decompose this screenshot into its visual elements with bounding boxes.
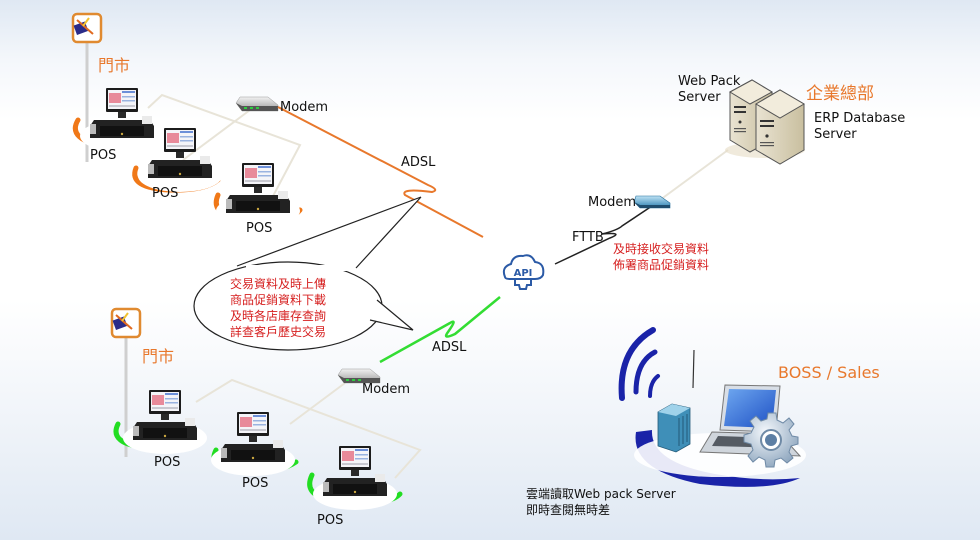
- callout-line-1: 交易資料及時上傳: [230, 277, 327, 291]
- store-2-pos-2-icon[interactable]: [211, 412, 295, 476]
- store-1-modem-icon[interactable]: [235, 96, 279, 112]
- store-1: [71, 12, 484, 238]
- store-2-modem-label: Modem: [362, 382, 411, 397]
- callout-text: 交易資料及時上傳 商品促銷資料下載 及時各店庫存查詢 詳查客戶歷史交易: [230, 276, 326, 340]
- store-1-pos-3-icon[interactable]: [216, 163, 300, 227]
- store-1-pos-2-label: POS: [152, 186, 179, 201]
- store-1-pos-1-label: POS: [90, 148, 117, 163]
- mobile-note-1: 雲端讀取Web pack Server: [526, 487, 676, 501]
- erp-database-server-label-2: Server: [814, 127, 857, 142]
- store-1-modem-label: Modem: [280, 100, 329, 115]
- store-1-adsl-link: [277, 106, 484, 238]
- store-2-pos-1-icon[interactable]: [123, 390, 207, 454]
- store-1-adsl-label: ADSL: [401, 155, 436, 170]
- fttb-label: FTTB: [572, 230, 604, 245]
- store-2-pos-3-icon[interactable]: [313, 446, 397, 510]
- api-gateway-icon[interactable]: API: [502, 254, 545, 290]
- store-2-adsl-link: [379, 296, 501, 364]
- mobile-note-2: 即時查閱無時差: [526, 503, 611, 517]
- mobile-access: [618, 327, 806, 487]
- store-2-pos-1-label: POS: [154, 455, 181, 470]
- hq-modem-icon[interactable]: [633, 195, 671, 209]
- hq-note-2: 佈署商品促銷資料: [613, 258, 710, 272]
- store-1-title: 門市: [98, 56, 131, 75]
- headquarters-title: 企業總部: [806, 84, 874, 104]
- store-2-lan-lines: [195, 378, 422, 479]
- wireless-router-icon[interactable]: [657, 349, 695, 453]
- headquarters: [554, 79, 805, 265]
- store-1-pos-1-icon[interactable]: [80, 88, 164, 152]
- erp-database-server-label-1: ERP Database: [814, 111, 906, 126]
- mobile-title: BOSS / Sales: [778, 363, 880, 382]
- store-2-modem-icon[interactable]: [337, 368, 381, 384]
- api-label: API: [514, 268, 533, 279]
- wireless-signal-icon: [618, 327, 660, 401]
- store-2-adsl-label: ADSL: [432, 340, 467, 355]
- store-2: [110, 296, 501, 510]
- erp-database-server-icon[interactable]: [755, 89, 805, 165]
- store-2-pos-2-label: POS: [242, 476, 269, 491]
- mobile-notes: 雲端讀取Web pack Server 即時查閱無時差: [526, 486, 676, 518]
- hq-notes: 及時接收交易資料 佈署商品促銷資料: [613, 241, 709, 273]
- callout-line-2: 商品促銷資料下載: [230, 293, 327, 307]
- web-pack-server-label-1: Web Pack: [678, 74, 741, 89]
- web-pack-server-label-2: Server: [678, 90, 721, 105]
- hq-note-1: 及時接收交易資料: [613, 242, 710, 256]
- gear-icon: [743, 412, 799, 468]
- callout-bubble: [193, 196, 422, 351]
- fttb-link: [554, 203, 656, 265]
- store-2-title: 門市: [142, 347, 175, 366]
- hq-modem-label: Modem: [588, 195, 637, 210]
- store-2-pos-3-label: POS: [317, 513, 344, 528]
- store-1-pos-3-label: POS: [246, 221, 273, 236]
- callout-line-3: 及時各店庫存查詢: [230, 309, 327, 323]
- callout-line-4: 詳查客戶歷史交易: [230, 325, 327, 339]
